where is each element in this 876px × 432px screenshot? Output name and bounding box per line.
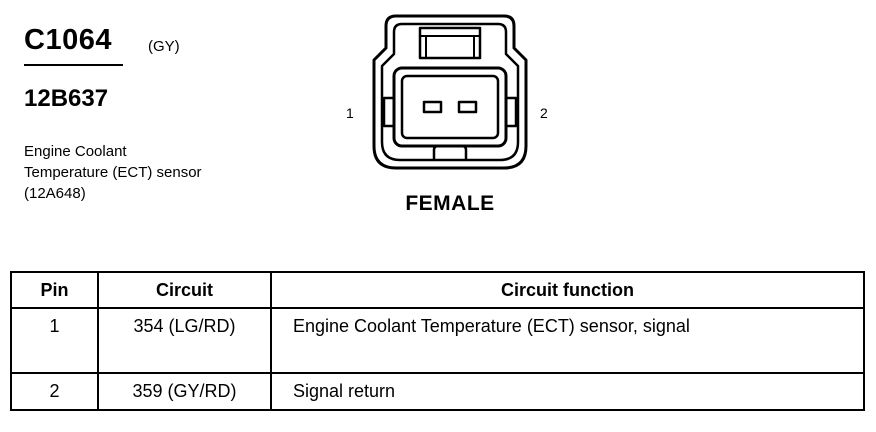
cell-pin: 1 <box>10 307 99 374</box>
header-pin: Pin <box>10 271 99 309</box>
side-key-left <box>382 96 394 128</box>
connector-gender-label: FEMALE <box>405 192 495 215</box>
terminal-1 <box>422 100 443 114</box>
header-circuit-function: Circuit function <box>270 271 865 309</box>
cell-pin: 2 <box>10 372 99 411</box>
connector-id: C1064 <box>24 24 112 56</box>
connector-description: Engine Coolant Temperature (ECT) sensor … <box>24 143 202 202</box>
connector-color: (GY) <box>148 38 180 55</box>
connector-id-underline <box>24 64 123 66</box>
table-row: 2 359 (GY/RD) Signal return <box>10 372 865 411</box>
side-key-right <box>506 96 518 128</box>
terminal-2 <box>457 100 478 114</box>
cell-circuit-function: Engine Coolant Temperature (ECT) sensor,… <box>270 307 865 374</box>
part-number: 12B637 <box>24 85 109 112</box>
table-header-row: Pin Circuit Circuit function <box>10 271 865 309</box>
pin-label-1: 1 <box>346 105 354 121</box>
pin-label-2: 2 <box>540 105 548 121</box>
connector-face-diagram: 1 2 <box>346 14 548 170</box>
pin-table: Pin Circuit Circuit function 1 354 (LG/R… <box>10 271 865 411</box>
terminal-cavity-outer <box>392 66 508 148</box>
housing-outer <box>372 14 528 170</box>
cell-circuit: 354 (LG/RD) <box>97 307 272 374</box>
cell-circuit-function: Signal return <box>270 372 865 411</box>
housing-inner <box>380 22 520 162</box>
latch-tab <box>418 26 482 60</box>
table-row: 1 354 (LG/RD) Engine Coolant Temperature… <box>10 307 865 374</box>
bottom-notch <box>432 144 468 160</box>
terminal-cavity-inner <box>400 74 500 140</box>
header-circuit: Circuit <box>97 271 272 309</box>
cell-circuit: 359 (GY/RD) <box>97 372 272 411</box>
